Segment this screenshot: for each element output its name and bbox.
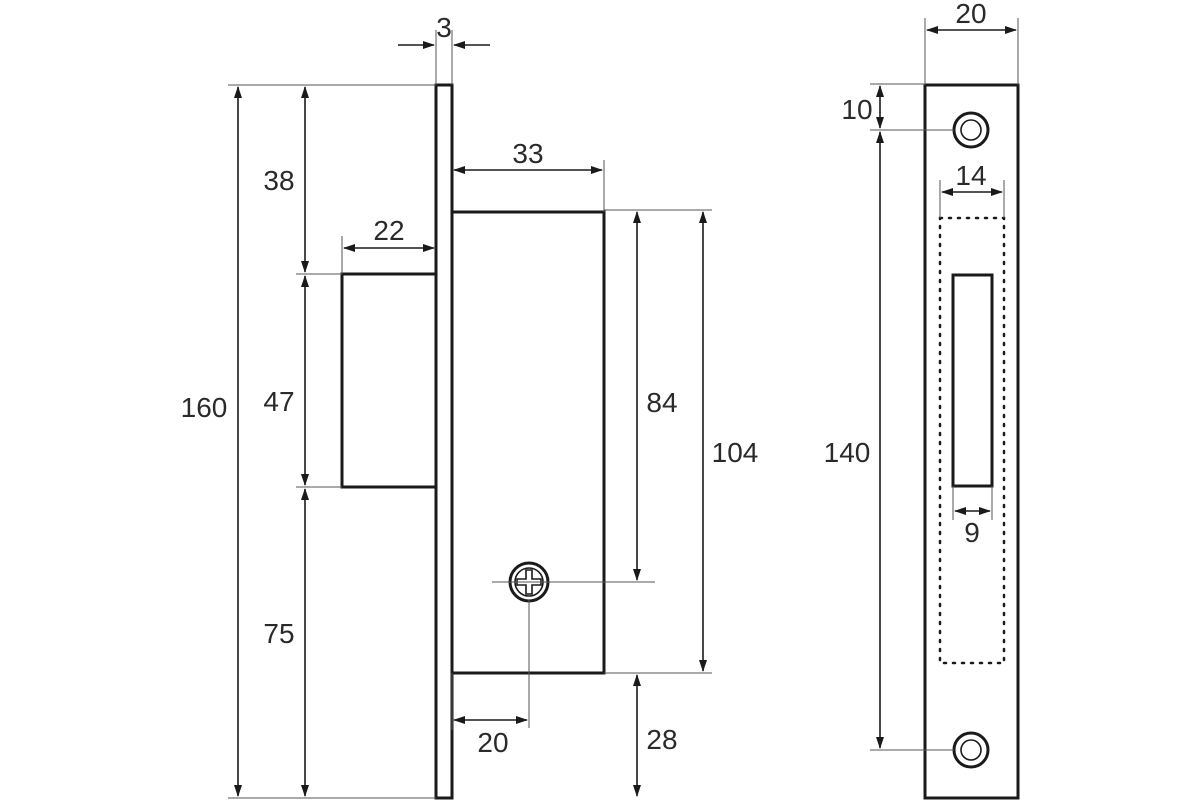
dim-label: 20 — [477, 727, 508, 758]
dim-label: 38 — [263, 165, 294, 196]
dim-label: 3 — [436, 12, 452, 43]
side-view: 3 160 38 47 75 22 33 84 — [181, 12, 759, 800]
dim-bolt-slot-width: 9 — [954, 507, 991, 548]
top-screw-hole-icon — [952, 111, 990, 149]
dim-label: 84 — [646, 387, 677, 418]
dim-faceplate-thickness: 3 — [398, 12, 490, 49]
dim-total-height: 160 — [181, 86, 242, 797]
dim-label: 14 — [955, 160, 986, 191]
dim-label: 47 — [263, 386, 294, 417]
dim-label: 9 — [964, 517, 980, 548]
dim-label: 75 — [263, 618, 294, 649]
dim-label: 160 — [181, 392, 228, 423]
front-case-outline — [938, 216, 1006, 665]
dim-screw-spacing: 140 — [824, 131, 884, 749]
dim-label: 28 — [646, 724, 677, 755]
bottom-screw-hole-icon — [952, 731, 990, 769]
dim-bolt-position: 38 47 75 — [263, 86, 309, 797]
front-faceplate — [923, 83, 1020, 800]
front-bolt-slot — [951, 273, 994, 488]
dim-label: 104 — [712, 437, 759, 468]
dim-top-to-screw: 10 — [841, 85, 884, 129]
front-view: 20 10 140 14 9 — [824, 0, 1020, 800]
side-faceplate — [434, 83, 454, 800]
side-extension-lines — [228, 30, 712, 799]
dim-label: 22 — [373, 215, 404, 246]
dim-cylinder-to-bottom: 28 — [633, 674, 678, 797]
side-bolt — [340, 272, 438, 489]
dim-case-width-front: 14 — [941, 160, 1003, 196]
dim-case-height: 104 — [699, 211, 759, 672]
dim-bolt-projection: 22 — [343, 215, 435, 252]
dim-label: 33 — [512, 138, 543, 169]
side-lock-case — [450, 210, 606, 675]
dim-case-to-cylinder: 84 — [633, 211, 678, 581]
dim-label: 140 — [824, 437, 871, 468]
dim-faceplate-width: 20 — [926, 0, 1017, 34]
dim-case-depth: 33 — [453, 138, 603, 174]
dim-label: 20 — [955, 0, 986, 29]
dim-label: 10 — [841, 94, 872, 125]
dim-backset: 20 — [453, 716, 528, 758]
front-extension-lines — [870, 18, 1019, 751]
